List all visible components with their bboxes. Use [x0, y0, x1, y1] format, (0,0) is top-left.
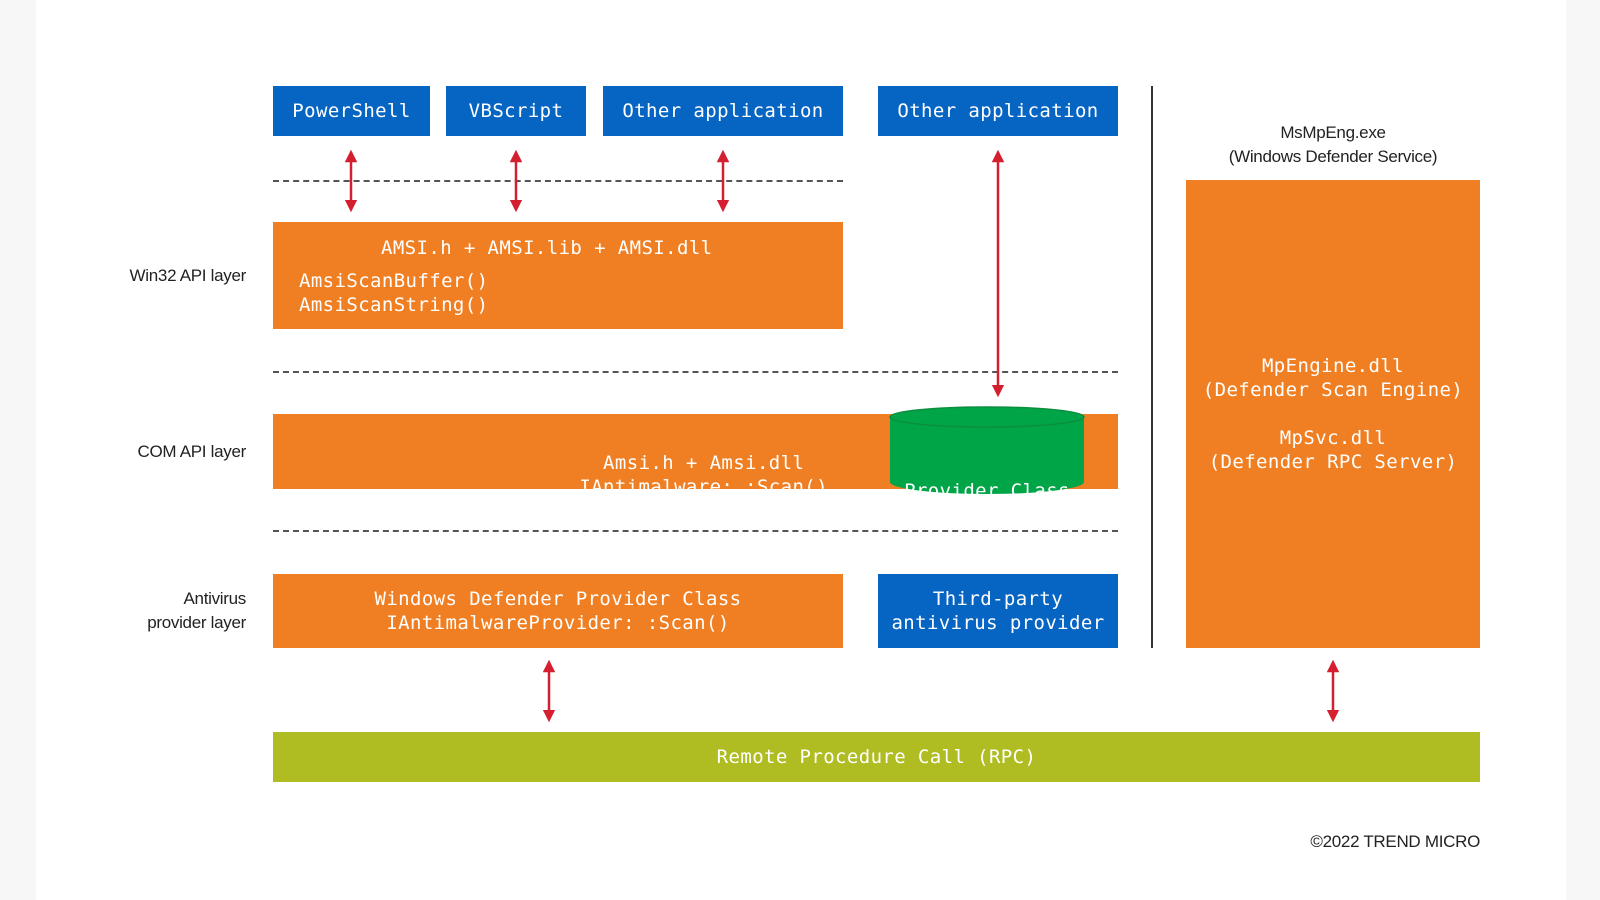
service-title-line1: MsMpEng.exe [1280, 123, 1386, 142]
provider-class-line1: Provider Class [904, 480, 1070, 502]
third-party-provider-box: Third-party antivirus provider [878, 574, 1118, 648]
app-box-vbscript: VBScript [446, 86, 586, 136]
third-party-line1: Third-party [932, 588, 1064, 610]
separator-bottom [273, 530, 1118, 532]
service-line-scan-engine: (Defender Scan Engine) [1202, 379, 1464, 401]
defender-provider-line1: Windows Defender Provider Class [374, 588, 742, 610]
app-box-other-application: Other application [603, 86, 843, 136]
vertical-divider [1151, 86, 1153, 648]
layer-label-antivirus: Antivirus provider layer [96, 587, 246, 635]
app-label-vbscript: VBScript [468, 100, 564, 122]
com-line1: Amsi.h + Amsi.dll [603, 452, 805, 474]
app-box-powershell: PowerShell [273, 86, 430, 136]
rpc-label: Remote Procedure Call (RPC) [716, 746, 1037, 768]
provider-class-line2: registration [915, 552, 1059, 574]
separator-top [273, 180, 843, 182]
service-title-line2: (Windows Defender Service) [1228, 147, 1438, 166]
layer-label-com: COM API layer [137, 442, 246, 461]
win32-api-box: AMSI.h + AMSI.lib + AMSI.dll AmsiScanBuf… [273, 222, 843, 329]
copyright: ©2022 TREND MICRO [1310, 832, 1480, 851]
layer-label-antivirus-line2: provider layer [147, 613, 246, 632]
service-line-rpc-server: (Defender RPC Server) [1208, 451, 1458, 473]
service-line-mpsvc: MpSvc.dll [1279, 427, 1387, 449]
provider-class-text: Provider Class registration [890, 431, 1084, 599]
separator-middle [273, 371, 1118, 373]
win32-func-scanbuffer: AmsiScanBuffer() [299, 270, 489, 292]
app-box-other-application-com: Other application [878, 86, 1118, 136]
third-party-line2: antivirus provider [891, 612, 1105, 634]
com-line2: IAntimalware: :Scan() [579, 476, 828, 498]
layer-label-win32: Win32 API layer [129, 266, 247, 285]
defender-service-box: MpEngine.dll (Defender Scan Engine) MpSv… [1186, 180, 1480, 648]
rpc-bar: Remote Procedure Call (RPC) [273, 732, 1480, 782]
layer-label-antivirus-line1: Antivirus [183, 589, 247, 608]
win32-header: AMSI.h + AMSI.lib + AMSI.dll [381, 237, 713, 259]
win32-func-scanstring: AmsiScanString() [299, 294, 489, 316]
app-label-powershell: PowerShell [292, 100, 411, 122]
service-line-mpengine: MpEngine.dll [1261, 355, 1405, 377]
defender-provider-line2: IAntimalwareProvider: :Scan() [386, 612, 730, 634]
app-label-other-application-com: Other application [897, 100, 1099, 122]
service-title: MsMpEng.exe (Windows Defender Service) [1186, 121, 1480, 169]
app-label-other-application: Other application [622, 100, 824, 122]
defender-provider-box: Windows Defender Provider Class IAntimal… [273, 574, 843, 648]
